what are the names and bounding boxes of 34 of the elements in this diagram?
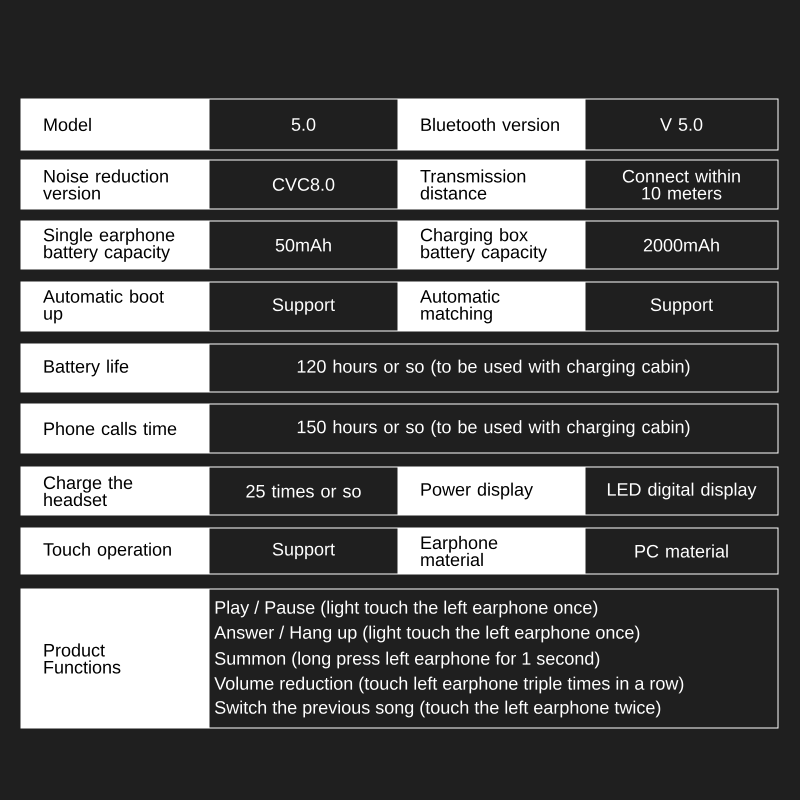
label-cell: Phone calls time	[20, 404, 210, 454]
value-cell: V 5.0	[584, 98, 778, 150]
label-cell: Single earphone battery capacity	[20, 220, 210, 270]
label-cell: Model	[20, 98, 210, 150]
value-cell: Connect within 10 meters	[584, 160, 778, 210]
label-cell: Power display	[398, 466, 586, 516]
value-cell: 2000mAh	[584, 220, 778, 270]
function-text: Volume reduction (touch left earphone triple times in a row)	[214, 676, 684, 694]
label-cell: Earphone material	[398, 528, 586, 574]
function-text: Switch the previous song (touch the left earphone twice)	[215, 700, 660, 718]
label-cell: Product Functions	[20, 588, 210, 728]
label-cell: Touch operation	[20, 528, 210, 574]
label-cell: Bluetooth version	[398, 98, 586, 150]
function-text: Answer / Hang up (light touch the left earphone once)	[214, 626, 640, 642]
label-cell: Charge the headset	[20, 466, 210, 516]
value-cell: Support	[208, 282, 398, 332]
value-cell: CVC8.0	[208, 160, 398, 210]
label-cell: Charging box battery capacity	[398, 220, 586, 270]
value-cell: 120 hours or so (to be used with charging cabin)	[208, 344, 778, 392]
value-cell: LED digital display	[584, 466, 778, 516]
function-text: Play / Pause (light touch the left earphone once)	[216, 600, 598, 618]
value-cell: Support	[208, 528, 398, 574]
label-cell: Battery life	[20, 344, 210, 392]
value-cell: 150 hours or so (to be used with charging cabin)	[208, 404, 778, 454]
function-text: Summon (long press left earphone for 1 second)	[215, 652, 600, 668]
value-cell: 25 times or so	[208, 466, 398, 516]
label-cell: Automatic boot up	[20, 282, 210, 332]
value-cell: 50mAh	[208, 220, 398, 270]
value-cell: Support	[584, 282, 778, 332]
label-cell: Transmission distance	[398, 160, 586, 210]
label-cell: Noise reduction version	[20, 160, 210, 210]
label-cell: Automatic matching	[398, 282, 586, 332]
value-cell: 5.0	[208, 98, 398, 150]
value-cell: PC material	[584, 528, 778, 574]
